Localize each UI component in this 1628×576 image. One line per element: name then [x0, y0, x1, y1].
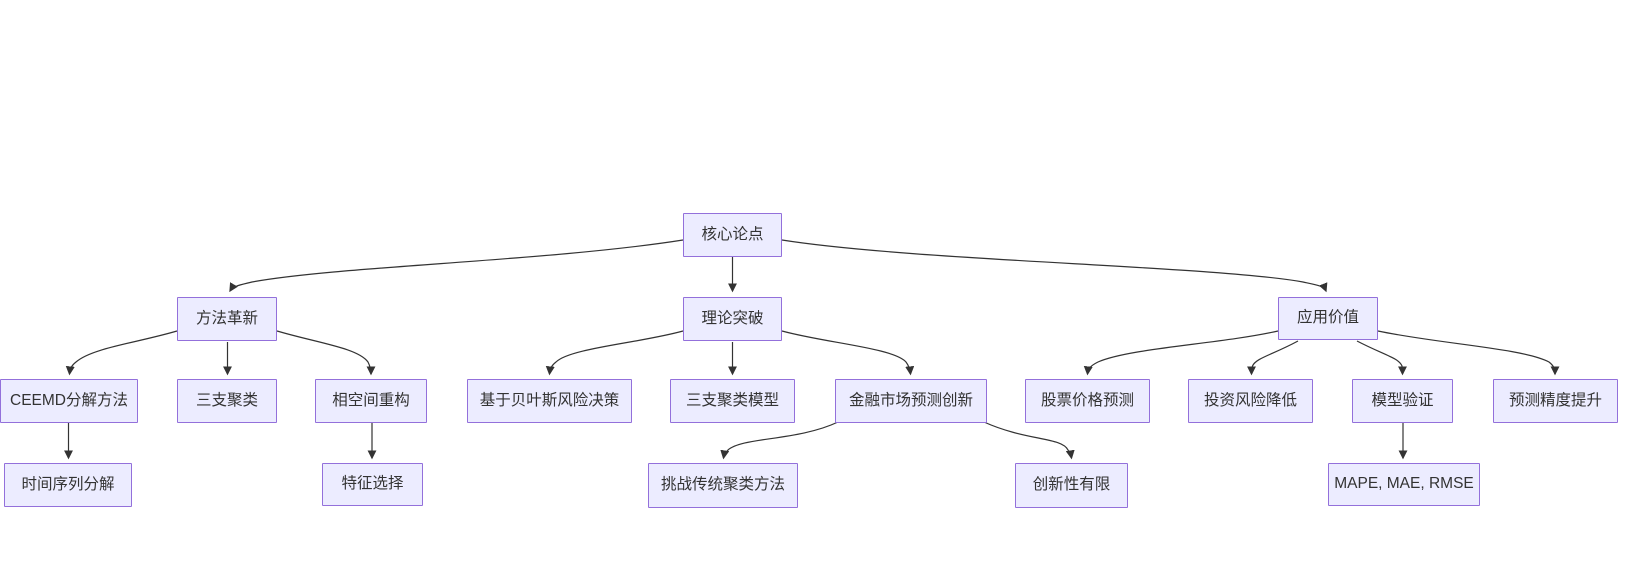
edge-core-thesis-to-method-innovation: [229, 239, 684, 293]
edge-application-value-to-prediction-accuracy-improvement: [1377, 330, 1560, 376]
edge-theoretical-breakthrough-to-bayesian-risk-decision: [545, 330, 684, 376]
node-core-thesis: 核心论点: [683, 213, 782, 257]
edge-method-innovation-to-phase-space-reconstruction: [276, 330, 376, 376]
node-model-validation: 模型验证: [1352, 379, 1453, 423]
edge-application-value-to-stock-price-prediction: [1083, 330, 1279, 376]
node-investment-risk-reduction: 投资风险降低: [1188, 379, 1313, 423]
node-challenge-traditional-clustering: 挑战传统聚类方法: [648, 463, 798, 508]
edge-application-value-to-investment-risk-reduction: [1247, 340, 1299, 376]
node-three-way-clustering: 三支聚类: [177, 379, 277, 423]
edge-core-thesis-to-application-value: [781, 239, 1328, 293]
edge-application-value-to-model-validation: [1356, 340, 1407, 376]
edge-theoretical-breakthrough-to-financial-market-forecast-innovation: [781, 330, 915, 376]
node-prediction-accuracy-improvement: 预测精度提升: [1493, 379, 1618, 423]
node-method-innovation: 方法革新: [177, 297, 277, 341]
node-bayesian-risk-decision: 基于贝叶斯风险决策: [467, 379, 632, 423]
node-feature-selection: 特征选择: [322, 463, 423, 506]
node-financial-market-forecast-innovation: 金融市场预测创新: [835, 379, 987, 423]
node-theoretical-breakthrough: 理论突破: [683, 297, 782, 341]
edge-financial-market-forecast-innovation-to-challenge-traditional-clustering: [720, 421, 839, 460]
node-application-value: 应用价值: [1278, 297, 1378, 340]
node-phase-space-reconstruction: 相空间重构: [315, 379, 427, 423]
node-error-metrics: MAPE, MAE, RMSE: [1328, 463, 1480, 506]
node-limited-novelty: 创新性有限: [1015, 463, 1128, 508]
edge-method-innovation-to-ceemd-decomposition: [65, 330, 178, 376]
edge-financial-market-forecast-innovation-to-limited-novelty: [983, 421, 1075, 460]
node-ceemd-decomposition: CEEMD分解方法: [0, 379, 138, 423]
node-three-way-clustering-model: 三支聚类模型: [670, 379, 795, 423]
node-stock-price-prediction: 股票价格预测: [1025, 379, 1150, 423]
node-time-series-decomposition: 时间序列分解: [4, 463, 132, 507]
